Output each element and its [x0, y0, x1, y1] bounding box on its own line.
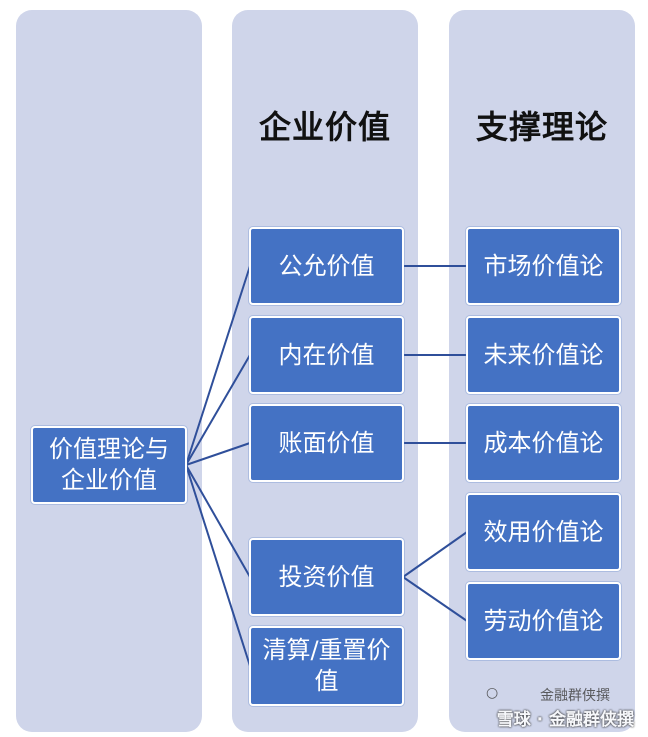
- value-label: 账面价值: [278, 428, 375, 457]
- connector-root-book-value: [185, 442, 251, 466]
- value-label: 清算/重置价 值: [262, 636, 391, 695]
- watermark-line1: 金融群侠撰: [540, 688, 610, 704]
- value-label: 公允价值: [278, 251, 375, 280]
- theory-box-utility: 效用价值论: [466, 493, 621, 571]
- theory-box-market: 市场价值论: [466, 227, 621, 305]
- root-box: 价值理论与 企业价值: [31, 426, 187, 504]
- enterprise-value-column-title: 企业价值: [258, 108, 391, 146]
- value-box-fair: 公允价值: [249, 227, 404, 305]
- value-box-intrinsic: 内在价值: [249, 316, 404, 394]
- connector-root-investment-value: [185, 464, 251, 578]
- connector-root-fair-value: [185, 265, 251, 466]
- value-label: 内在价值: [278, 340, 375, 369]
- connector-root-liquidation-value: [185, 464, 251, 667]
- value-box-investment: 投资价值: [249, 538, 404, 616]
- theory-label: 效用价值论: [483, 517, 604, 546]
- watermark: ○ 金融群侠撰 雪球 · 金融群侠撰: [434, 685, 634, 731]
- theory-label: 未来价值论: [483, 340, 604, 369]
- value-label: 投资价值: [278, 562, 375, 591]
- value-box-liquidation: 清算/重置价 值: [249, 626, 404, 706]
- theory-box-labor: 劳动价值论: [466, 582, 621, 660]
- theory-box-future: 未来价值论: [466, 316, 621, 394]
- theory-box-cost: 成本价值论: [466, 404, 621, 482]
- connector-investment-utility: [402, 531, 468, 578]
- root-label: 价值理论与 企业价值: [49, 435, 169, 494]
- supporting-theory-column-title: 支撑理论: [475, 108, 608, 146]
- wechat-icon: ○: [486, 685, 499, 701]
- theory-label: 成本价值论: [483, 428, 604, 457]
- theory-label: 劳动价值论: [483, 606, 604, 635]
- theory-label: 市场价值论: [483, 251, 604, 280]
- connector-investment-labor: [402, 576, 468, 622]
- value-box-book: 账面价值: [249, 404, 404, 482]
- watermark-line2: 雪球 · 金融群侠撰: [496, 710, 634, 730]
- left-column-panel: [16, 10, 202, 732]
- connector-root-intrinsic-value: [185, 354, 251, 466]
